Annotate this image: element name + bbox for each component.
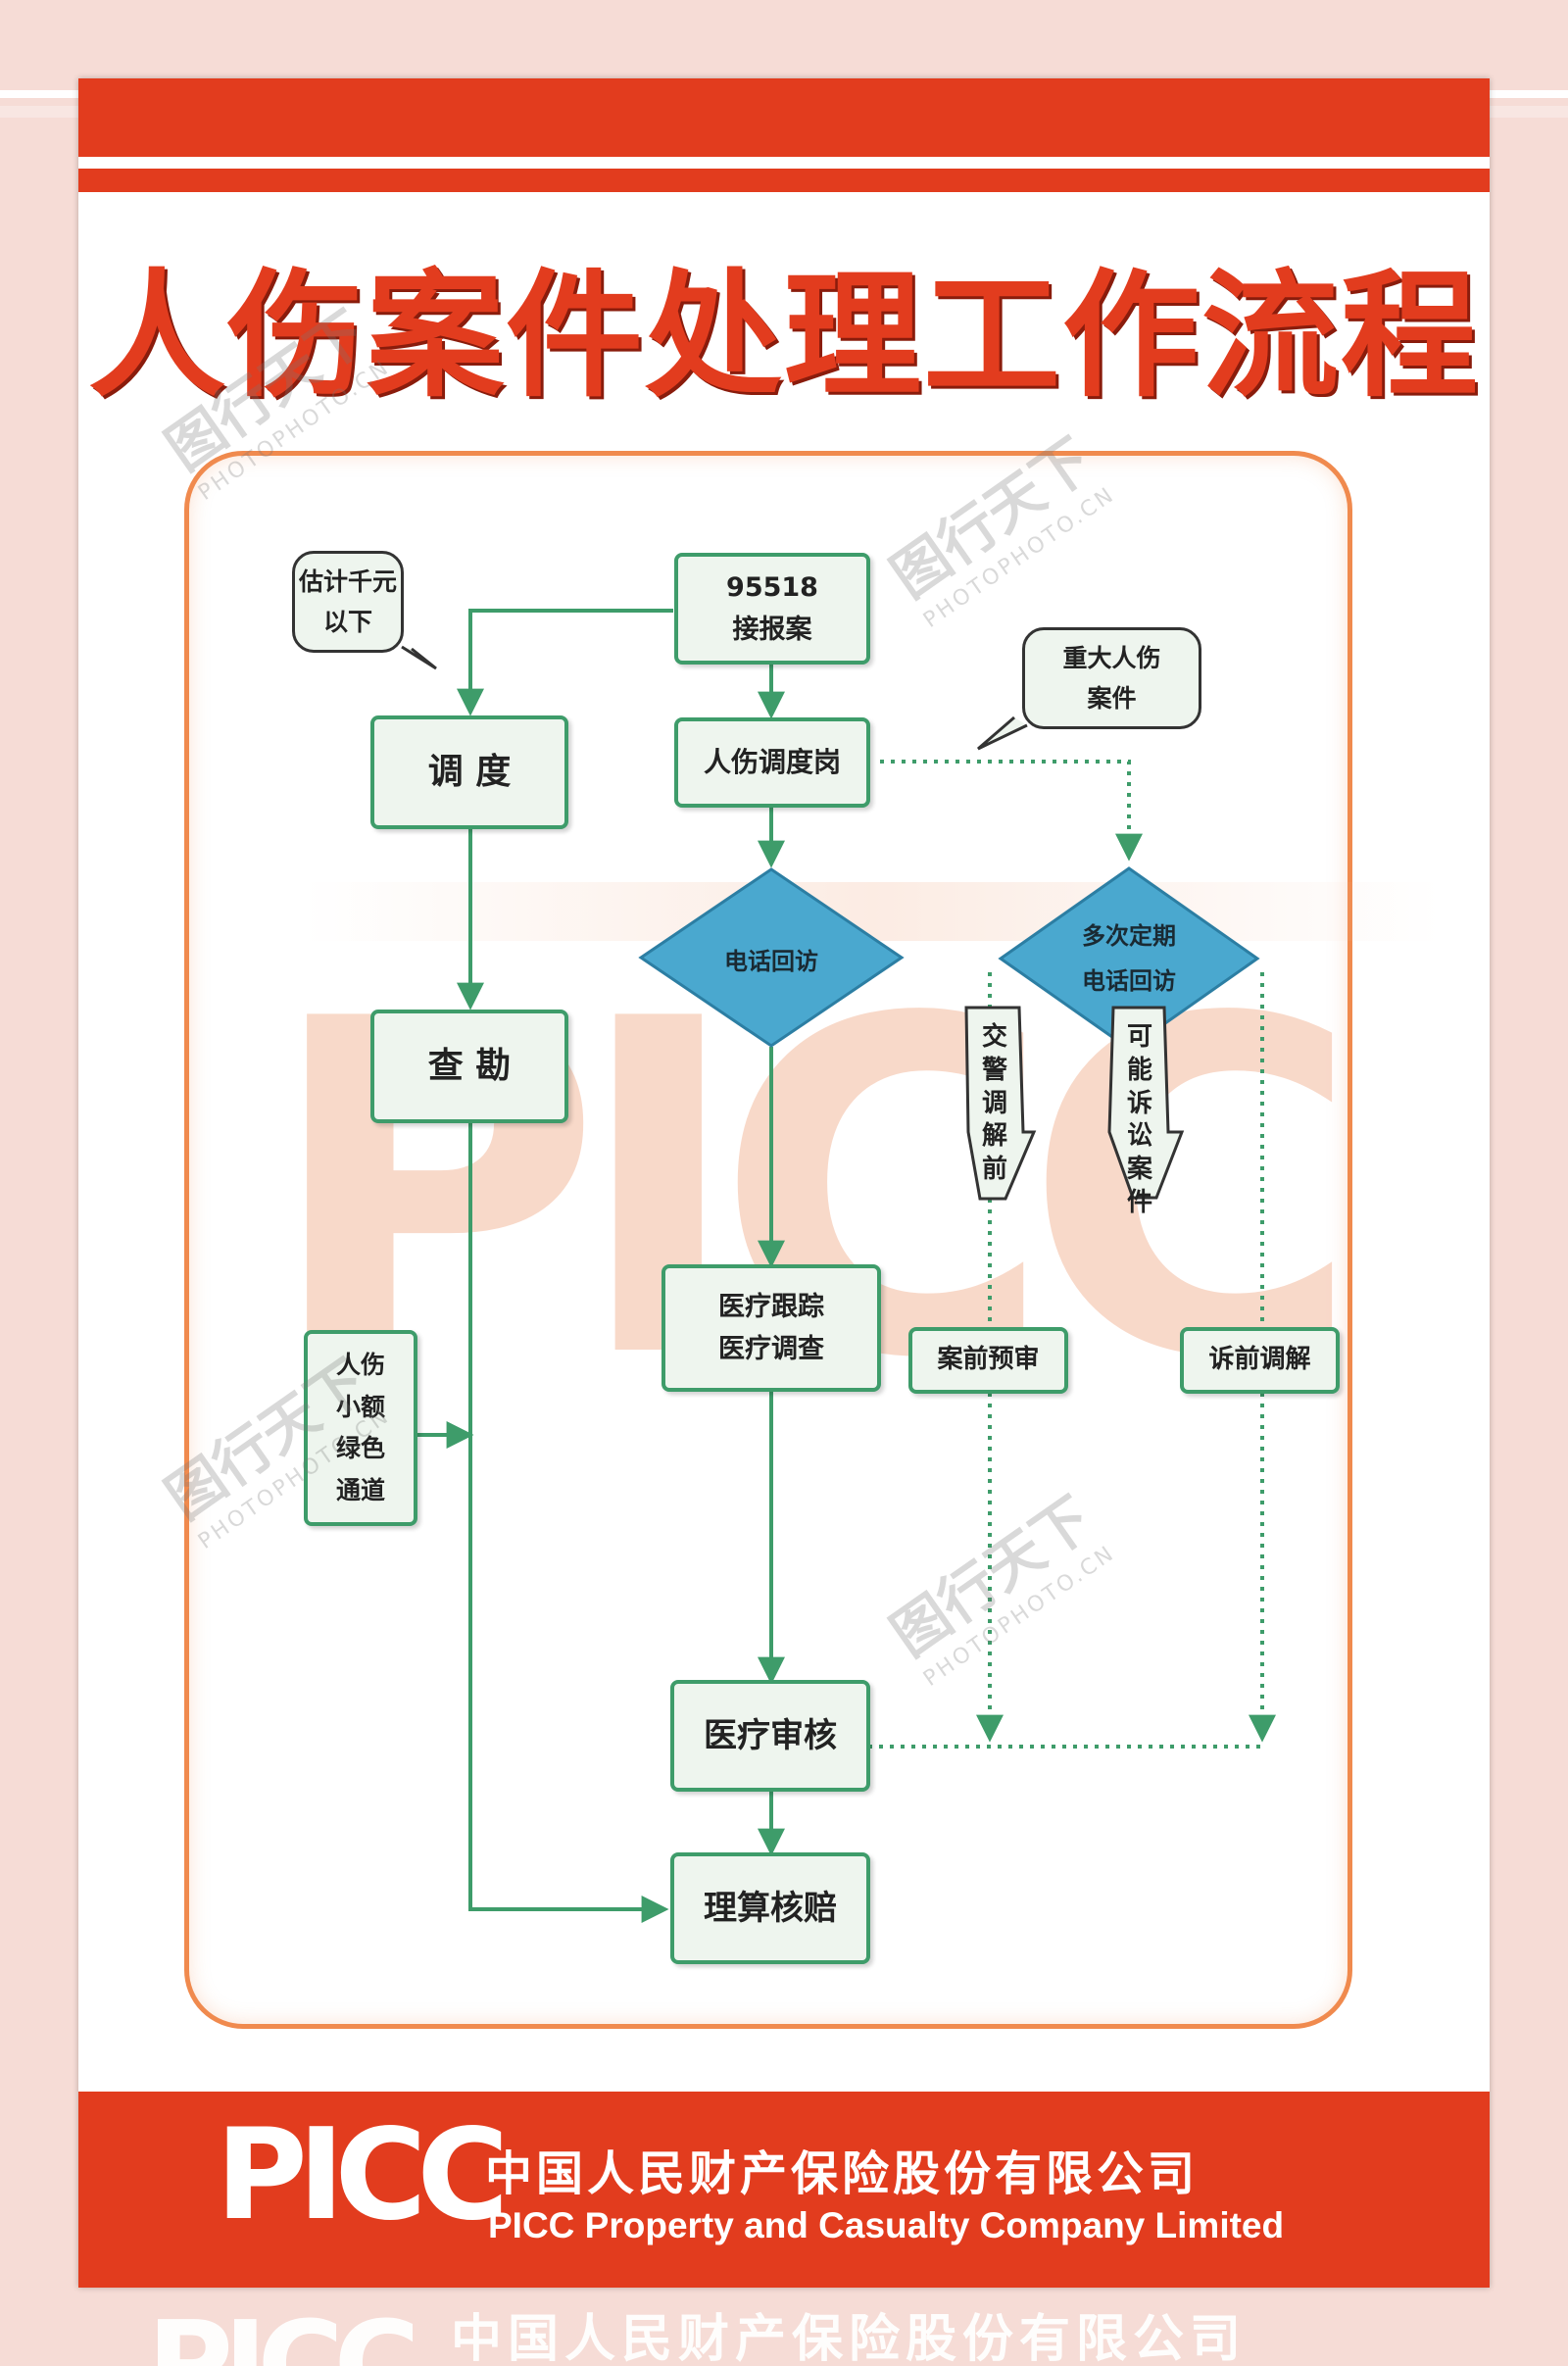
callout-tail-right (977, 715, 1028, 751)
company-name-en-reflection: PICC Property and Casualty Company Limit… (451, 2362, 1268, 2366)
node-survey[interactable]: 查 勘 (370, 1010, 568, 1123)
node-pre-litigation-mediation[interactable]: 诉前调解 (1180, 1327, 1340, 1394)
node-pre-case-review[interactable]: 案前预审 (908, 1327, 1068, 1394)
diamond-phone-visit (638, 867, 905, 1048)
node-dispatch-post[interactable]: 人伤调度岗 (674, 717, 870, 808)
arrow-survey-to-settlement (468, 1123, 669, 1923)
diamond-label-periodic-visit: 多次定期 电话回访 (1082, 922, 1176, 995)
callout-major-case: 重大人伤 案件 (1022, 627, 1201, 729)
node-settlement[interactable]: 理算核赔 (670, 1852, 870, 1964)
watermark-band (304, 882, 1441, 941)
footer-reflection: PICC 中国人民财产保险股份有限公司 PICC Property and Ca… (147, 2292, 1519, 2366)
picc-logo-reflection: PICC (147, 2297, 420, 2366)
node-green-channel[interactable]: 人伤 小额 绿色 通道 (304, 1330, 417, 1526)
node-medical-tracking[interactable]: 医疗跟踪 医疗调查 (662, 1264, 881, 1392)
page-title: 人伤案件处理工作流程 (87, 257, 1480, 417)
top-banner-thin-bar (78, 169, 1490, 192)
down-arrow-litigation (1107, 1006, 1185, 1200)
label-police-mediation: 交警调解前 (981, 1022, 1007, 1185)
callout-tail-left (401, 645, 437, 670)
diamond-label-phone-visit: 电话回访 (724, 948, 818, 975)
footer-banner: PICC 中国人民财产保险股份有限公司 PICC Property and Ca… (78, 2092, 1490, 2288)
callout-under-thousand: 估计千元 以下 (292, 551, 404, 653)
company-name-cn: 中国人民财产保险股份有限公司 (485, 2146, 1200, 2201)
flowchart-connectors (401, 609, 1276, 1923)
label-possible-litigation: 可能诉讼案件 (1126, 1022, 1152, 1217)
company-name-cn-reflection: 中国人民财产保险股份有限公司 (451, 2310, 1248, 2366)
node-report-95518[interactable]: 95518 接报案 (674, 553, 870, 665)
company-name-en: PICC Property and Casualty Company Limit… (488, 2205, 1285, 2245)
node-medical-audit[interactable]: 医疗审核 (670, 1680, 870, 1792)
arrow-report-to-dispatch (457, 609, 673, 716)
poster: 人伤案件处理工作流程 PICC (78, 78, 1490, 2288)
top-banner-bar (78, 78, 1490, 157)
down-arrow-police (964, 1006, 1037, 1201)
picc-logo: PICC (216, 2102, 509, 2248)
dotted-arrow-major-case (880, 760, 1143, 862)
node-dispatch[interactable]: 调 度 (370, 715, 568, 829)
